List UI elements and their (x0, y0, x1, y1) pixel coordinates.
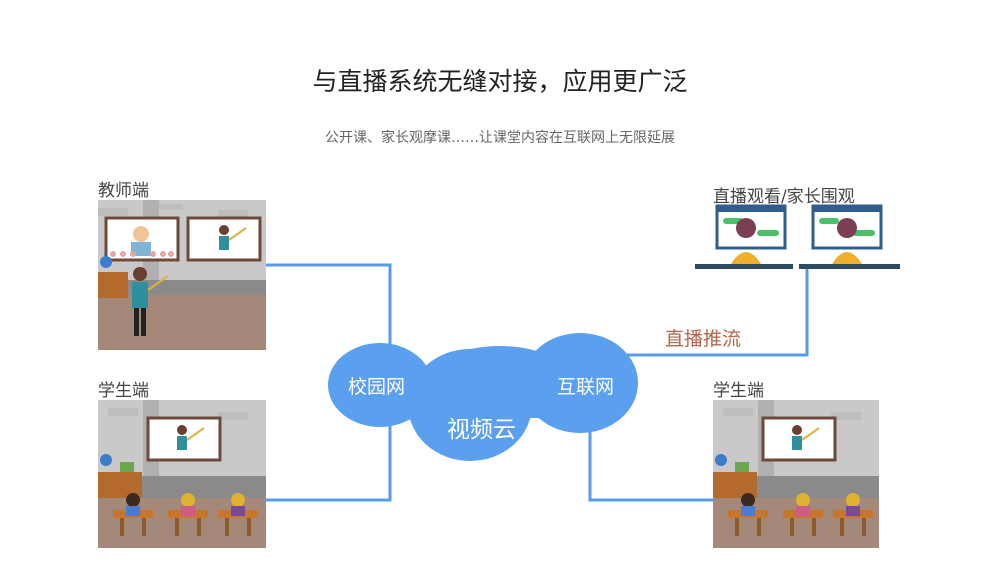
student-classroom-right-illustration (713, 400, 879, 548)
video-cloud-shape (328, 333, 638, 461)
page-subtitle: 公开课、家长观摩课……让课堂内容在互联网上无限延展 (325, 130, 675, 146)
viewers-illustration (695, 204, 900, 276)
student-left-panel-label: 学生端 (98, 381, 149, 401)
student-left-link-line (265, 420, 392, 502)
viewers-panel-label: 直播观看/家长围观 (713, 187, 855, 207)
teacher-link-line (265, 263, 392, 345)
student-right-link-line (588, 420, 713, 502)
page-title: 与直播系统无缝对接，应用更广泛 (312, 67, 688, 96)
viewer-link-line (620, 268, 809, 357)
video-cloud-label: 视频云 (447, 417, 516, 443)
teacher-panel-label: 教师端 (98, 181, 149, 201)
internet-label: 互联网 (557, 376, 615, 398)
live-stream-label: 直播推流 (665, 328, 742, 350)
student-classroom-left-illustration (98, 400, 266, 548)
student-right-panel-label: 学生端 (713, 381, 764, 401)
teacher-classroom-illustration (98, 200, 266, 350)
campus-network-label: 校园网 (348, 376, 406, 398)
